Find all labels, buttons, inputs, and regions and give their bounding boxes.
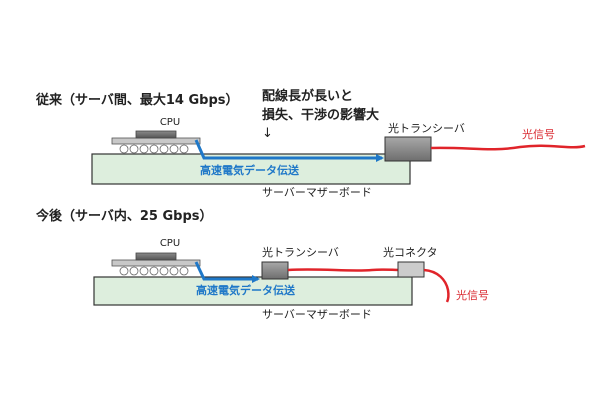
- top-electrical-signal-arrow: [194, 139, 384, 162]
- bottom-optical-label: 光信号: [456, 288, 489, 302]
- top-board-label: サーバーマザーボード: [262, 186, 372, 199]
- top-optical-fiber: [430, 144, 586, 151]
- bottom-optical-fiber-internal: [287, 268, 401, 272]
- bottom-connector-label: 光コネクタ: [383, 245, 438, 259]
- top-note-line2: 損失、干渉の影響大: [262, 107, 379, 123]
- bottom-cpu-die: [135, 252, 177, 261]
- top-note-arrow: ↓: [262, 126, 273, 141]
- top-cpu-package: [111, 130, 201, 154]
- bottom-optical-transceiver: [261, 261, 289, 280]
- bottom-cpu-package: [111, 252, 201, 276]
- top-signal-label: 高速電気データ伝送: [200, 163, 300, 177]
- bottom-section: 今後（サーバ内、25 Gbps） CPU 光トランシーバ: [35, 208, 489, 321]
- top-optical-label: 光信号: [522, 127, 555, 141]
- bottom-transceiver-label: 光トランシーバ: [262, 245, 339, 259]
- bottom-electrical-signal-arrow: [194, 261, 260, 283]
- top-title: 従来（サーバ間、最大14 Gbps）: [35, 92, 239, 108]
- bottom-optical-connector: [397, 261, 425, 278]
- top-cpu-die: [135, 130, 177, 139]
- bottom-signal-label: 高速電気データ伝送: [196, 283, 296, 297]
- top-transceiver-label: 光トランシーバ: [388, 121, 465, 135]
- bottom-title: 今後（サーバ内、25 Gbps）: [35, 208, 213, 224]
- bottom-optical-fiber-external: [423, 268, 450, 303]
- top-cpu-label: CPU: [160, 117, 180, 128]
- bottom-solder-balls: [119, 266, 189, 276]
- top-section: 従来（サーバ間、最大14 Gbps） 配線長が長いと 損失、干渉の影響大 ↓ C…: [35, 88, 586, 199]
- top-cpu-substrate: [111, 137, 201, 145]
- top-solder-balls: [119, 144, 189, 154]
- top-note-line1: 配線長が長いと: [262, 88, 353, 104]
- top-optical-transceiver: [384, 136, 432, 162]
- bottom-board-label: サーバーマザーボード: [262, 308, 372, 321]
- bottom-cpu-label: CPU: [160, 238, 180, 249]
- bottom-cpu-substrate: [111, 259, 201, 267]
